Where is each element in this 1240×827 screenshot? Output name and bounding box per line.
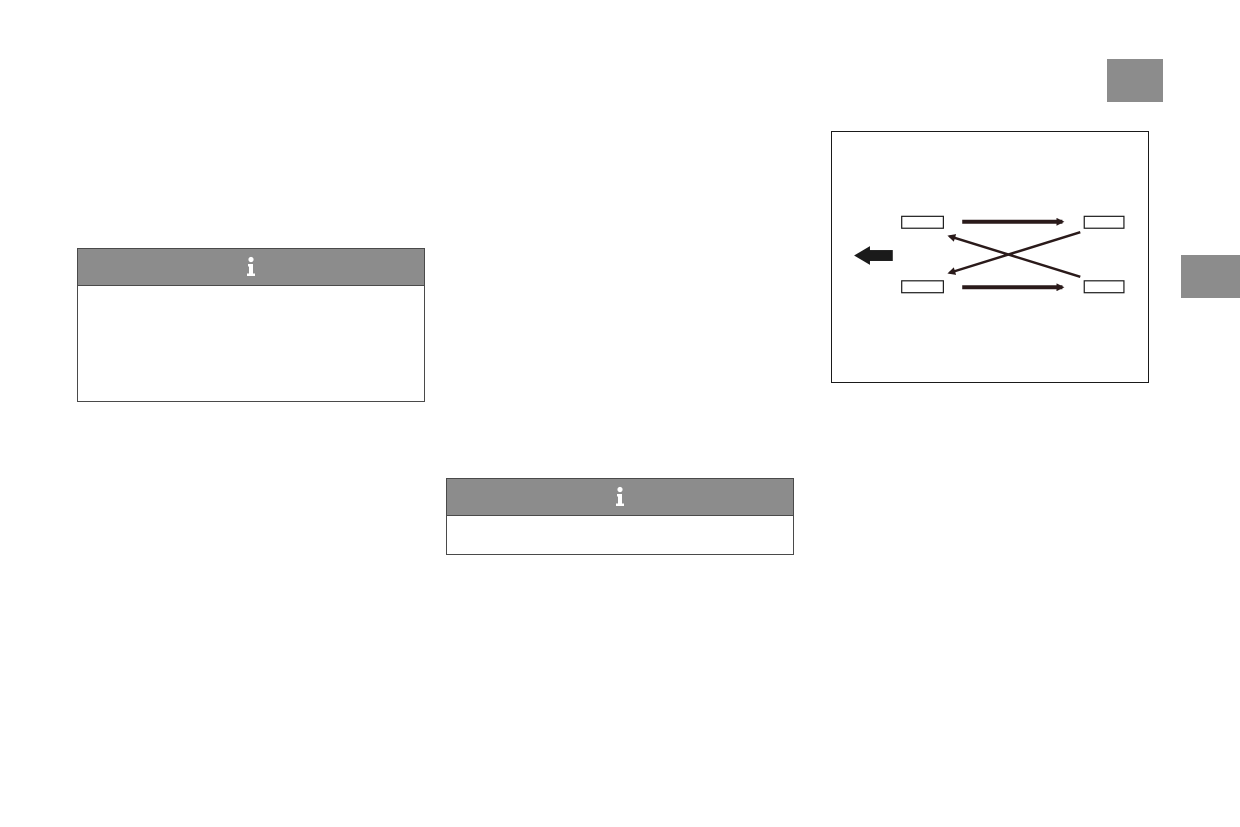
position-box-rear-left xyxy=(1083,215,1125,229)
info-note-header-1 xyxy=(78,249,424,286)
info-note-box-2 xyxy=(446,478,794,555)
info-icon xyxy=(247,256,255,276)
section-tab-marker-top xyxy=(1107,59,1163,102)
rotation-diagram xyxy=(831,131,1149,383)
arrow-cross-down xyxy=(947,231,1081,275)
position-box-front-left xyxy=(901,215,944,229)
direction-arrow-icon xyxy=(854,246,893,265)
info-note-header-2 xyxy=(447,479,793,516)
info-icon xyxy=(616,486,624,506)
info-note-box-1 xyxy=(77,248,425,402)
rotation-diagram-svg xyxy=(854,215,1125,294)
position-box-rear-right xyxy=(1083,280,1125,294)
arrow-cross-up xyxy=(947,234,1081,279)
position-box-front-right xyxy=(901,280,944,294)
section-tab-marker-side xyxy=(1181,255,1240,298)
